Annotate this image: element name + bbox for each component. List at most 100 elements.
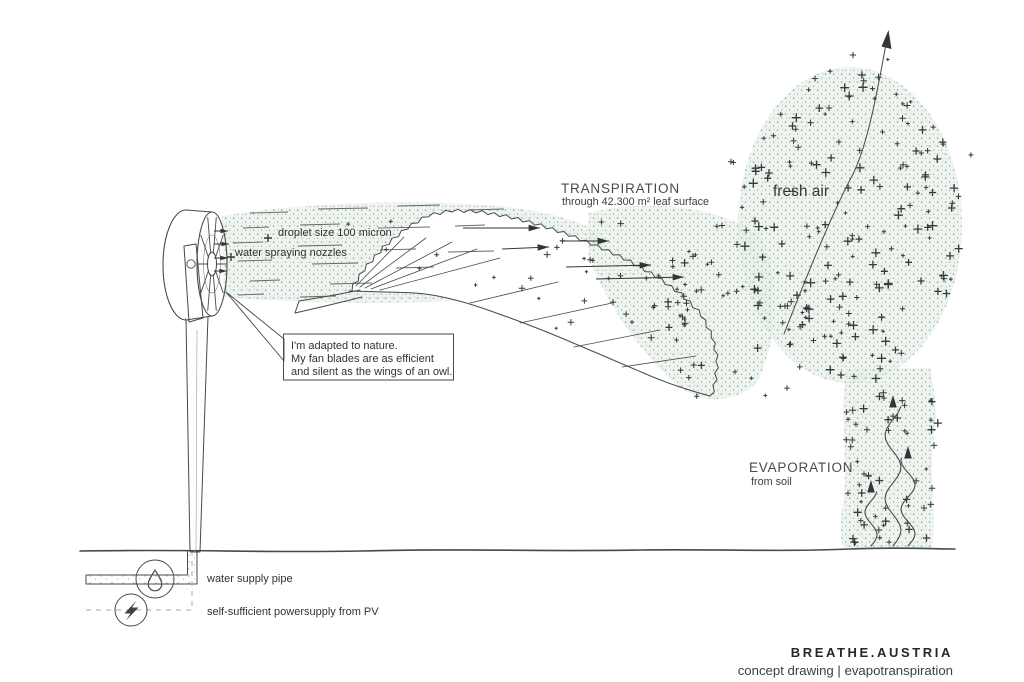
plus-icon [903,102,911,109]
plus-icon [836,139,842,145]
plus-icon [797,323,804,330]
plus-icon [754,272,764,282]
plus-icon [694,288,699,294]
leaf-stem-bottom [294,296,363,314]
plus-icon [858,518,864,524]
plus-icon [609,298,617,306]
water-pipe-riser-fill [188,550,197,584]
plus-icon [826,295,835,303]
plus-icon [674,337,679,343]
plus-icon [587,256,594,263]
label-transpiration: TRANSPIRATION [561,181,680,196]
plus-icon [788,164,793,169]
plus-icon [897,204,905,213]
plus-icon [860,521,868,529]
plus-icon [870,86,875,91]
power-circle [114,593,148,627]
water-valve-circle [135,559,175,599]
air-arrows [783,30,916,547]
plus-icon [859,404,868,413]
plus-icon [730,159,736,165]
ground-section [79,547,956,627]
speech-bubble-box [283,333,454,381]
plus-icon [845,310,852,317]
plus-icon [582,256,586,261]
plus-icon [875,476,884,485]
evap-arrow [884,406,902,547]
fan-drum-bottom-edge [185,315,213,321]
plus-icon [850,538,859,547]
plus-icon [908,100,913,104]
airflow-dash [317,207,369,210]
plus-icon [685,307,690,312]
plus-icon [875,73,882,81]
plus-icon [788,122,797,130]
plus-icon [905,258,912,266]
plus-icon [886,539,892,545]
plus-icon [740,205,745,210]
plus-icon [770,133,777,139]
plus-icon [868,325,878,335]
plus-icon [748,178,758,188]
plus-icon [821,168,831,177]
plus-icon [843,237,853,246]
plus-icon [873,514,878,519]
plus-icon [901,402,908,409]
plus-icon [858,82,868,92]
plus-icon [923,185,929,190]
plus-icon [656,273,662,279]
fan-blade [212,274,217,312]
plus-icon [875,392,884,401]
plus-icon [853,508,862,517]
leaf-vein [621,355,697,368]
plus-icon [827,154,835,162]
leaf-vein [359,237,427,288]
plus-icon [590,258,595,263]
plus-icon [757,163,766,172]
plus-icon [384,247,389,252]
plus-icon [843,211,848,215]
plus-icon [740,241,750,251]
plus-icon [902,428,907,433]
plus-icon [924,223,932,231]
plus-icon [759,253,767,261]
airflow-marks [214,204,685,298]
plus-icon [617,220,624,227]
plus-icon [854,295,860,300]
plus-icon [921,171,930,179]
evap-arrow [864,491,878,547]
plus-icon [528,275,534,281]
plus-icon [850,119,855,124]
plus-icon [894,210,903,220]
plus-icon [888,359,893,364]
plus-icon [890,413,896,419]
plus-icon [894,141,900,147]
fan-assembly [162,209,228,553]
plus-icon [733,241,741,248]
plus-icon [949,184,959,193]
plus-icon [899,115,906,122]
mist-cloud [588,67,962,548]
plus-icon [858,71,866,79]
plus-icon [928,485,936,492]
airflow-dash [467,208,505,211]
plus-icon [968,152,974,158]
plus-icon [888,246,894,252]
plus-icon [804,304,809,310]
plus-icon [803,288,808,293]
plus-icon [850,254,855,259]
plus-icon [900,161,907,168]
plus-icon [761,136,766,141]
plus-icon [857,489,866,497]
plus-icon [690,362,697,368]
plus-icon [840,355,847,362]
plus-icon [827,68,833,74]
evap-arrow [900,457,916,547]
brand-caption: concept drawing | evapotranspiration [738,663,953,678]
plus-icon [790,188,797,195]
plus-icon [861,471,867,477]
plus-icon [750,285,759,294]
plus-icon [884,416,892,424]
evap-arrowhead [867,480,875,493]
plus-icon [823,112,827,116]
